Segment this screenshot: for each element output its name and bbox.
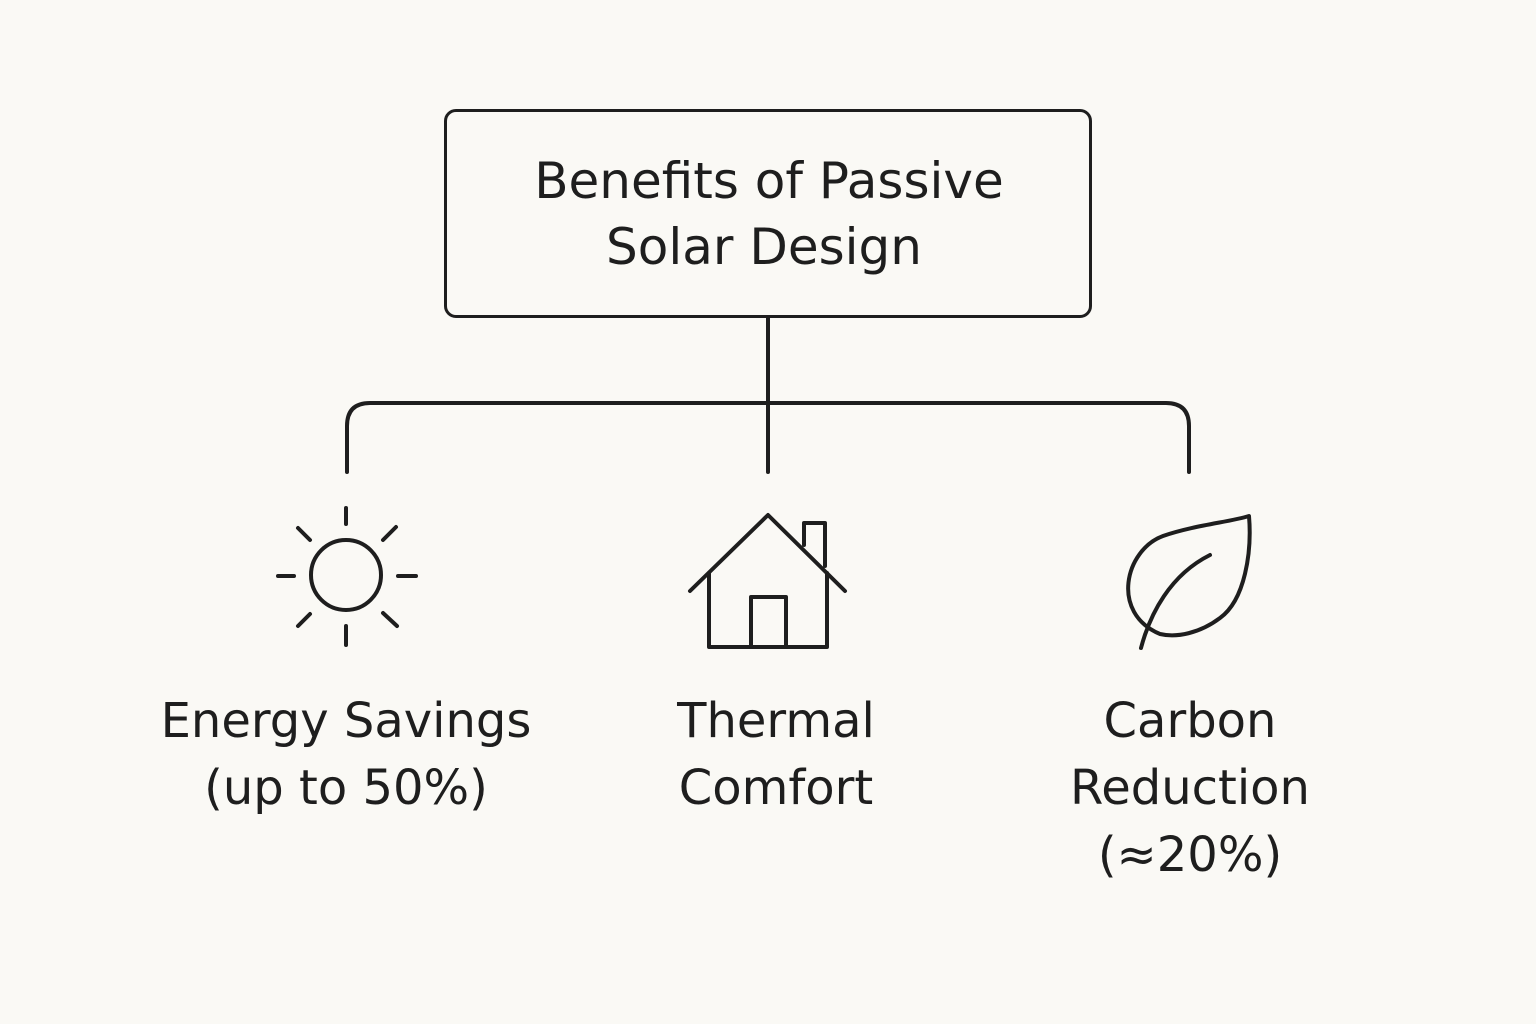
- title-line-1: Benefits of Passive: [534, 151, 1004, 210]
- house-icon: [688, 513, 847, 649]
- branch-connector: [345, 401, 1191, 474]
- benefit-label-line: (≈20%): [1097, 827, 1283, 883]
- benefit-label-line: Thermal: [677, 693, 875, 749]
- leaf-icon: [1126, 514, 1252, 650]
- benefit-label-line: (up to 50%): [204, 760, 488, 816]
- sun-icon: [276, 506, 418, 647]
- title-line-2: Solar Design: [606, 217, 922, 276]
- benefit-label-energy-savings: Energy Savings (up to 50%): [146, 688, 546, 822]
- benefit-label-line: Carbon: [1103, 693, 1277, 749]
- benefit-label-line: Comfort: [678, 760, 874, 816]
- benefit-label-carbon-reduction: Carbon Reduction (≈20%): [990, 688, 1390, 889]
- benefit-label-line: Energy Savings: [160, 693, 532, 749]
- connector-lines: [345, 316, 1191, 474]
- benefit-label-thermal-comfort: Thermal Comfort: [576, 688, 976, 822]
- title-box: Benefits of Passive Solar Design: [444, 109, 1092, 318]
- benefit-label-line: Reduction: [1070, 760, 1310, 816]
